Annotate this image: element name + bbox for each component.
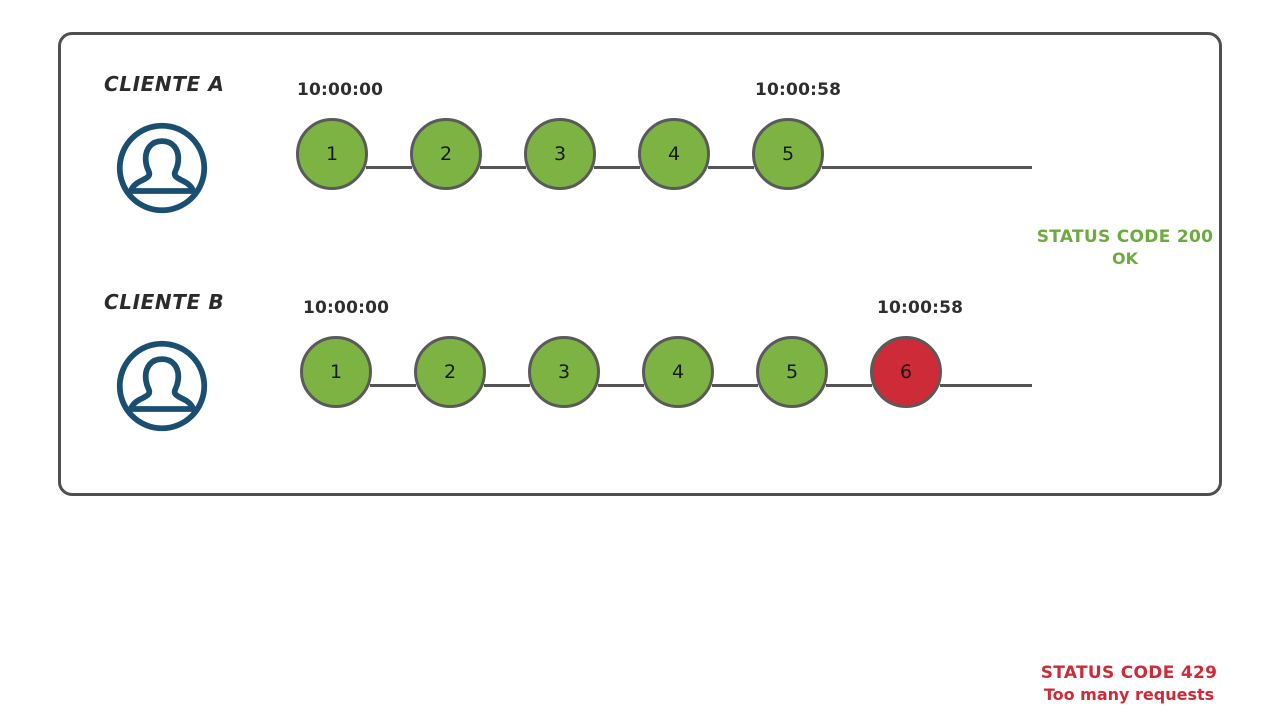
request-node-number: 3: [557, 361, 571, 383]
client-row-b: CLIENTE B 10:00:00 10:00:58 1 2 3 4 5 6 STATU…: [0, 290, 1280, 704]
request-node-number: 3: [553, 143, 567, 165]
response-connector: [940, 384, 1032, 387]
request-node: 4: [638, 118, 710, 190]
client-b-request-chain: 1 2 3 4 5 6: [300, 336, 1034, 436]
request-node-number: 5: [785, 361, 799, 383]
request-node-number: 2: [439, 143, 453, 165]
request-connector: [826, 384, 872, 387]
request-connector: [480, 166, 526, 169]
client-b-status-text: Too many requests: [1043, 685, 1215, 705]
request-node: 4: [642, 336, 714, 408]
request-connector: [594, 166, 640, 169]
request-node-number: 4: [671, 361, 685, 383]
client-b-status-code: STATUS CODE 429: [1040, 663, 1218, 683]
request-node: 1: [300, 336, 372, 408]
client-b-end-time: 10:00:58: [877, 298, 964, 318]
request-node: 3: [528, 336, 600, 408]
client-a-request-chain: 1 2 3 4 5: [296, 118, 1034, 218]
client-a-status-text: OK: [1112, 249, 1138, 269]
request-node: 2: [410, 118, 482, 190]
request-connector: [708, 166, 754, 169]
client-row-a: CLIENTE A 10:00:00 10:00:58 1 2 3 4 5 STATUS…: [0, 72, 1280, 268]
client-a-end-time: 10:00:58: [755, 80, 842, 100]
request-connector: [484, 384, 530, 387]
user-avatar-icon: [114, 338, 210, 434]
request-connector: [370, 384, 416, 387]
request-node: 3: [524, 118, 596, 190]
client-b-label: CLIENTE B: [104, 290, 225, 314]
response-connector: [822, 166, 1032, 169]
diagram-frame: [58, 32, 1222, 496]
request-connector: [712, 384, 758, 387]
request-node: 5: [756, 336, 828, 408]
request-node-number: 5: [781, 143, 795, 165]
client-a-label: CLIENTE A: [104, 72, 225, 96]
request-connector: [598, 384, 644, 387]
request-connector: [366, 166, 412, 169]
client-a-status: STATUS CODE 200 OK: [1026, 226, 1224, 270]
diagram-canvas: CLIENTE A 10:00:00 10:00:58 1 2 3 4 5 STATUS…: [0, 32, 1280, 704]
request-node-number: 6: [899, 361, 913, 383]
request-node-number: 2: [443, 361, 457, 383]
request-node-number: 1: [325, 143, 339, 165]
client-a-start-time: 10:00:00: [297, 80, 384, 100]
request-node: 1: [296, 118, 368, 190]
request-node-number: 1: [329, 361, 343, 383]
request-node: 5: [752, 118, 824, 190]
request-node: 6: [870, 336, 942, 408]
user-avatar-icon: [114, 120, 210, 216]
client-a-status-code: STATUS CODE 200: [1036, 227, 1214, 247]
client-b-status: STATUS CODE 429 Too many requests: [1024, 662, 1234, 706]
request-node: 2: [414, 336, 486, 408]
request-node-number: 4: [667, 143, 681, 165]
client-b-start-time: 10:00:00: [303, 298, 390, 318]
